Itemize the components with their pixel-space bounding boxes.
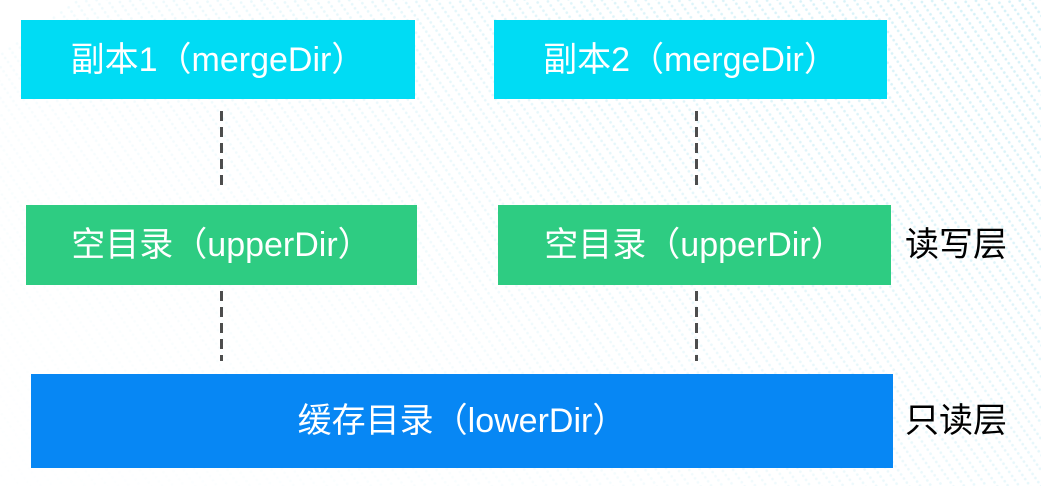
box-upperdir-1: 空目录（upperDir）: [26, 205, 417, 285]
connector-dashed-line-left-bottom: [220, 291, 223, 361]
label-read-write-layer: 读写层: [905, 226, 1007, 264]
box-replica1-mergedir: 副本1（mergeDir）: [21, 20, 415, 99]
connector-dashed-line-right-top: [695, 111, 698, 185]
connector-dashed-line-right-bottom: [695, 291, 698, 361]
label-read-only-layer: 只读层: [905, 402, 1007, 440]
box-lowerdir: 缓存目录（lowerDir）: [31, 374, 893, 468]
connector-dashed-line-left-top: [220, 111, 223, 185]
box-replica2-mergedir: 副本2（mergeDir）: [494, 20, 887, 99]
box-upperdir-2: 空目录（upperDir）: [498, 205, 891, 285]
